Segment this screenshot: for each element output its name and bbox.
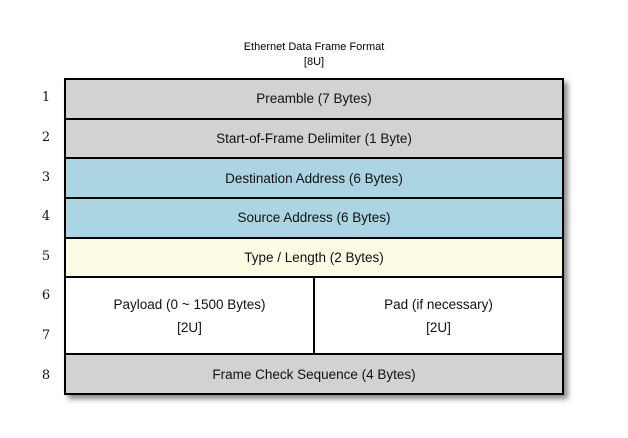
row-type-length: Type / Length (2 Bytes) <box>66 238 562 279</box>
row-preamble-label: Preamble (7 Bytes) <box>256 91 372 107</box>
row-number-rail: 1 2 3 4 5 6 7 8 <box>34 78 58 395</box>
diagram-title: Ethernet Data Frame Format <box>243 41 385 53</box>
row-number-2: 2 <box>41 129 51 145</box>
cell-payload: Payload (0 ~ 1500 Bytes) [2U] <box>66 278 315 354</box>
row-sfd-label: Start-of-Frame Delimiter (1 Byte) <box>216 130 412 146</box>
diagram-subtitle: [8U] <box>303 56 325 68</box>
cell-payload-sublabel: [2U] <box>177 319 202 335</box>
row-frame-check-sequence-label: Frame Check Sequence (4 Bytes) <box>212 366 416 382</box>
row-destination-address: Destination Address (6 Bytes) <box>66 159 562 199</box>
cell-pad-sublabel: [2U] <box>426 319 451 335</box>
row-sfd: Start-of-Frame Delimiter (1 Byte) <box>66 119 562 160</box>
row-number-4: 4 <box>41 209 51 225</box>
row-source-address: Source Address (6 Bytes) <box>66 198 562 239</box>
row-type-length-label: Type / Length (2 Bytes) <box>244 249 384 265</box>
row-number-7: 7 <box>41 328 51 344</box>
cell-pad: Pad (if necessary) [2U] <box>315 278 562 353</box>
row-number-8: 8 <box>41 367 51 383</box>
row-preamble: Preamble (7 Bytes) <box>66 80 562 120</box>
row-payload-pad: Payload (0 ~ 1500 Bytes) [2U] Pad (if ne… <box>66 278 562 356</box>
cell-pad-label: Pad (if necessary) <box>384 296 493 312</box>
row-number-6: 6 <box>41 288 51 304</box>
row-number-3: 3 <box>41 169 51 185</box>
row-frame-check-sequence: Frame Check Sequence (4 Bytes) <box>66 355 562 393</box>
row-destination-address-label: Destination Address (6 Bytes) <box>225 170 403 186</box>
row-number-5: 5 <box>41 248 51 264</box>
frame-format-table: Preamble (7 Bytes) Start-of-Frame Delimi… <box>64 78 564 395</box>
title-block: Ethernet Data Frame Format [8U] <box>64 40 564 70</box>
cell-payload-label: Payload (0 ~ 1500 Bytes) <box>113 296 266 312</box>
row-source-address-label: Source Address (6 Bytes) <box>237 210 391 226</box>
row-number-1: 1 <box>41 90 51 106</box>
